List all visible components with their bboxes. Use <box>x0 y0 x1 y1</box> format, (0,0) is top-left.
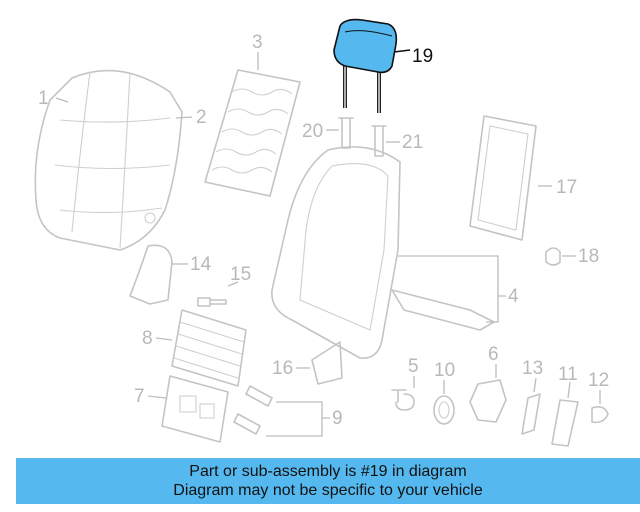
label-3: 3 <box>252 32 263 53</box>
part-19-headrest <box>333 18 398 113</box>
parts-diagram: 1 2 3 19 20 21 4 <box>34 18 609 447</box>
leader-15 <box>227 281 239 287</box>
leader-19 <box>393 49 411 53</box>
part-12-cap <box>591 406 609 424</box>
part-18-clip <box>545 247 561 266</box>
leader-2 <box>175 116 193 119</box>
part-10-knob <box>433 395 455 425</box>
label-8: 8 <box>142 328 153 349</box>
leader-13 <box>533 377 537 393</box>
label-20: 20 <box>302 121 323 142</box>
label-16: 16 <box>272 358 293 379</box>
part-9-connectors <box>233 385 273 435</box>
label-2: 2 <box>196 107 207 128</box>
label-18: 18 <box>578 246 599 267</box>
part-3-pad <box>204 69 301 197</box>
label-11: 11 <box>558 364 578 385</box>
part-16-bracket <box>311 341 343 385</box>
leader-4 <box>398 255 506 323</box>
label-14: 14 <box>190 254 212 275</box>
info-banner: Part or sub-assembly is #19 in diagram D… <box>16 458 640 504</box>
part-8-lumbar <box>171 309 247 387</box>
leader-8 <box>155 337 173 341</box>
leader-7 <box>147 395 167 399</box>
label-19: 19 <box>412 46 433 67</box>
label-1: 1 <box>38 88 49 109</box>
label-9: 9 <box>332 408 343 429</box>
label-12: 12 <box>588 370 609 391</box>
leader-1 <box>55 97 69 103</box>
part-4-frame <box>271 146 495 359</box>
part-14-bracket <box>129 244 173 305</box>
label-21: 21 <box>402 132 423 153</box>
part-7-mechanism <box>161 375 229 443</box>
part-6-mechanism <box>469 379 507 423</box>
label-5: 5 <box>408 356 419 377</box>
part-15-bolt <box>197 297 227 307</box>
leader-11 <box>567 381 571 399</box>
info-banner-line-1: Part or sub-assembly is #19 in diagram <box>189 463 467 480</box>
label-17: 17 <box>556 177 577 198</box>
label-4: 4 <box>508 286 519 307</box>
part-1-seat-back-cushion <box>34 69 183 251</box>
label-6: 6 <box>488 344 499 365</box>
label-10: 10 <box>434 360 455 381</box>
info-banner-line-2: Diagram may not be specific to your vehi… <box>173 482 483 499</box>
part-13-cover <box>521 393 541 435</box>
label-13: 13 <box>522 358 543 379</box>
part-20-guide <box>338 117 354 149</box>
part-5-bolt <box>391 389 415 411</box>
label-15: 15 <box>230 264 251 285</box>
part-21-guide <box>371 125 387 157</box>
leader-9 <box>266 401 330 437</box>
part-17-panel <box>469 115 537 241</box>
part-11-handle <box>551 399 579 447</box>
label-7: 7 <box>134 386 145 407</box>
